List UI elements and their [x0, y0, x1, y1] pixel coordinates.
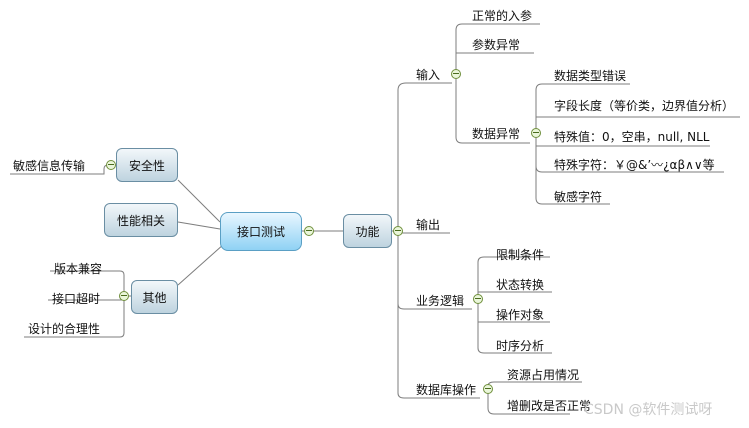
collapse-toggle-icon[interactable]	[531, 128, 541, 138]
collapse-toggle-icon[interactable]	[119, 291, 129, 301]
node-output[interactable]: 输出	[416, 218, 441, 232]
node-other-label: 其他	[142, 290, 167, 305]
leaf-field-length[interactable]: 字段长度（等价类，边界值分析）	[554, 99, 735, 113]
node-other[interactable]: 其他	[131, 280, 178, 314]
leaf-sensitive-info-transfer[interactable]: 敏感信息传输	[13, 159, 86, 173]
node-security[interactable]: 安全性	[116, 148, 178, 182]
node-data-error[interactable]: 数据异常	[472, 127, 521, 141]
collapse-toggle-icon[interactable]	[451, 69, 461, 79]
leaf-data-type-error[interactable]: 数据类型错误	[554, 69, 627, 83]
leaf-special-values[interactable]: 特殊值：0，空串，null, NLL	[554, 130, 710, 144]
leaf-param-error[interactable]: 参数异常	[472, 38, 521, 52]
leaf-sensitive-chars[interactable]: 敏感字符	[554, 190, 603, 204]
leaf-operation-target[interactable]: 操作对象	[496, 308, 545, 322]
leaf-state-transition[interactable]: 状态转换	[496, 278, 545, 292]
node-business-logic[interactable]: 业务逻辑	[416, 294, 465, 308]
root-node[interactable]: 接口测试	[220, 212, 302, 251]
node-security-label: 安全性	[128, 158, 165, 173]
node-performance-label: 性能相关	[116, 213, 165, 228]
leaf-design-rationality[interactable]: 设计的合理性	[28, 322, 101, 336]
root-node-label: 接口测试	[236, 225, 285, 239]
collapse-toggle-icon[interactable]	[393, 226, 403, 236]
collapse-toggle-icon[interactable]	[304, 226, 314, 236]
leaf-special-chars[interactable]: 特殊字符：￥@&’〰¿αβ∧∨等	[554, 158, 715, 172]
leaf-version-compat[interactable]: 版本兼容	[54, 262, 103, 276]
leaf-crud-normal[interactable]: 增删改是否正常	[507, 399, 592, 413]
watermark: CSDN @软件测试呀	[584, 402, 713, 418]
leaf-normal-params[interactable]: 正常的入参	[472, 9, 533, 23]
node-function[interactable]: 功能	[343, 214, 392, 248]
leaf-resource-usage[interactable]: 资源占用情况	[507, 368, 580, 382]
leaf-timeout[interactable]: 接口超时	[52, 292, 101, 306]
node-function-label: 功能	[355, 224, 380, 239]
leaf-timing-analysis[interactable]: 时序分析	[496, 339, 545, 353]
collapse-toggle-icon[interactable]	[483, 384, 493, 394]
node-database[interactable]: 数据库操作	[416, 383, 477, 397]
node-input[interactable]: 输入	[416, 68, 441, 82]
leaf-constraints[interactable]: 限制条件	[496, 248, 545, 262]
collapse-toggle-icon[interactable]	[473, 294, 483, 304]
node-performance[interactable]: 性能相关	[104, 203, 178, 237]
collapse-toggle-icon[interactable]	[106, 160, 116, 170]
